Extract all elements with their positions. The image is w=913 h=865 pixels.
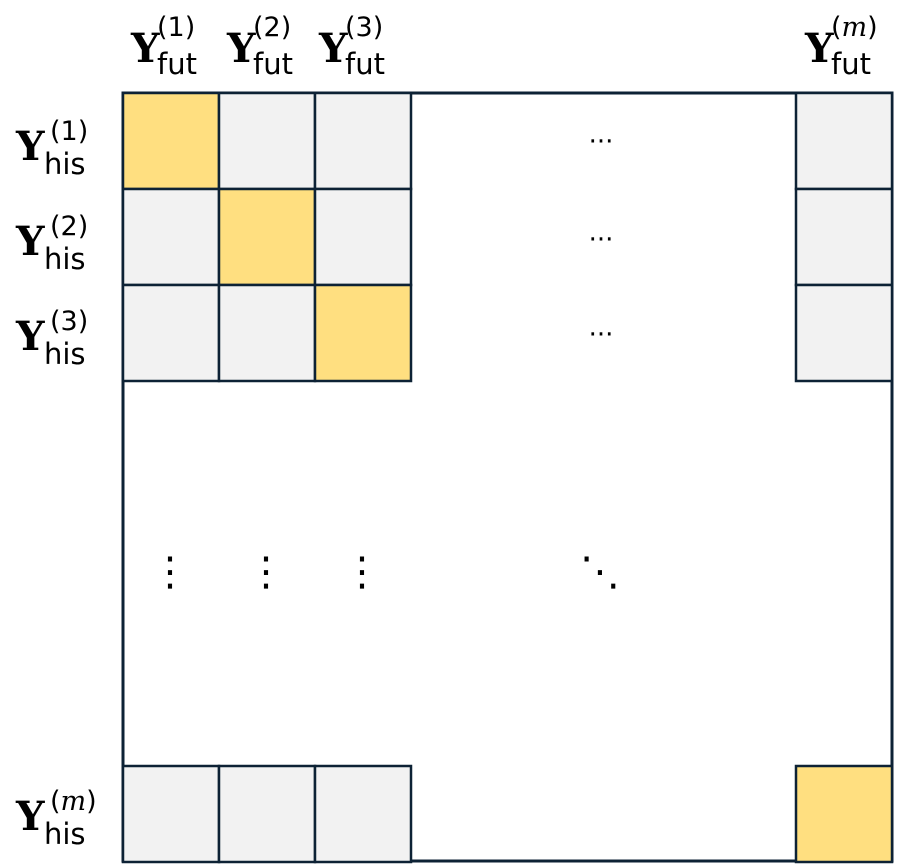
column-label-m-sub: fut: [831, 47, 871, 81]
cell-r1-cm: [794, 91, 894, 191]
column-label-m-base: Y: [804, 25, 834, 72]
row-label-2: Y (2) his: [15, 211, 88, 276]
matrix-cells: [121, 91, 894, 864]
row-label-2-sup: (2): [50, 211, 88, 242]
row-label-m-sup: (m): [50, 786, 97, 817]
row-label-3: Y (3) his: [15, 306, 88, 371]
cell-rm-c3: [313, 764, 413, 864]
row-3-ellipsis: ···: [589, 320, 614, 350]
column-label-2-sub: fut: [253, 47, 293, 81]
cell-rm-cm: [794, 764, 894, 864]
row-label-1: Y (1) his: [15, 116, 88, 181]
column-label-1: Y (1) fut: [130, 12, 197, 81]
row-labels: Y (1) his Y (2) his Y (3) his Y (m) his: [15, 116, 97, 851]
matrix-frame: [121, 91, 894, 863]
column-label-3: Y (3) fut: [318, 12, 385, 81]
row-2-ellipsis: ···: [589, 225, 614, 255]
row-label-1-base: Y: [15, 123, 45, 170]
cell-rm-c1: [121, 764, 221, 864]
col-1-vertical-ellipsis: ⋮: [150, 549, 190, 595]
cell-r2-c2: [217, 187, 317, 287]
column-label-3-base: Y: [318, 25, 348, 72]
column-label-3-sub: fut: [345, 47, 385, 81]
row-label-3-base: Y: [15, 313, 45, 360]
row-label-2-base: Y: [15, 218, 45, 265]
row-1-ellipsis: ···: [589, 127, 614, 157]
row-label-m: Y (m) his: [15, 786, 97, 851]
row-label-3-sub: his: [44, 337, 86, 371]
col-3-vertical-ellipsis: ⋮: [342, 549, 382, 595]
row-label-m-base: Y: [15, 793, 45, 840]
column-label-1-sup: (1): [157, 12, 195, 43]
cell-r2-cm: [794, 187, 894, 287]
cell-rm-c2: [217, 764, 317, 864]
cell-r3-c3: [313, 283, 413, 383]
col-2-vertical-ellipsis: ⋮: [246, 549, 286, 595]
column-label-3-sup: (3): [345, 12, 383, 43]
row-label-1-sub: his: [44, 147, 86, 181]
cell-r1-c1: [121, 91, 221, 191]
column-label-2: Y (2) fut: [226, 12, 293, 81]
column-label-1-base: Y: [130, 25, 160, 72]
column-label-m: Y (m) fut: [804, 12, 878, 81]
column-label-1-sub: fut: [157, 47, 197, 81]
cell-r1-c3: [313, 91, 413, 191]
diagonal-ellipsis: ⋱: [580, 549, 620, 595]
column-label-m-sup: (m): [831, 12, 878, 43]
column-label-2-base: Y: [226, 25, 256, 72]
cell-r3-c2: [217, 283, 317, 383]
cell-r3-c1: [121, 283, 221, 383]
row-label-3-sup: (3): [50, 306, 88, 337]
cell-r3-cm: [794, 283, 894, 383]
cell-r2-c1: [121, 187, 221, 287]
ellipsis-marks: ··· ··· ··· ⋮ ⋮ ⋮ ⋱: [150, 127, 620, 595]
cell-r2-c3: [313, 187, 413, 287]
row-label-m-sub: his: [44, 817, 86, 851]
row-label-1-sup: (1): [50, 116, 88, 147]
column-label-2-sup: (2): [253, 12, 291, 43]
cell-r1-c2: [217, 91, 317, 191]
row-label-2-sub: his: [44, 242, 86, 276]
column-labels: Y (1) fut Y (2) fut Y (3) fut Y (m) fut: [130, 12, 878, 81]
